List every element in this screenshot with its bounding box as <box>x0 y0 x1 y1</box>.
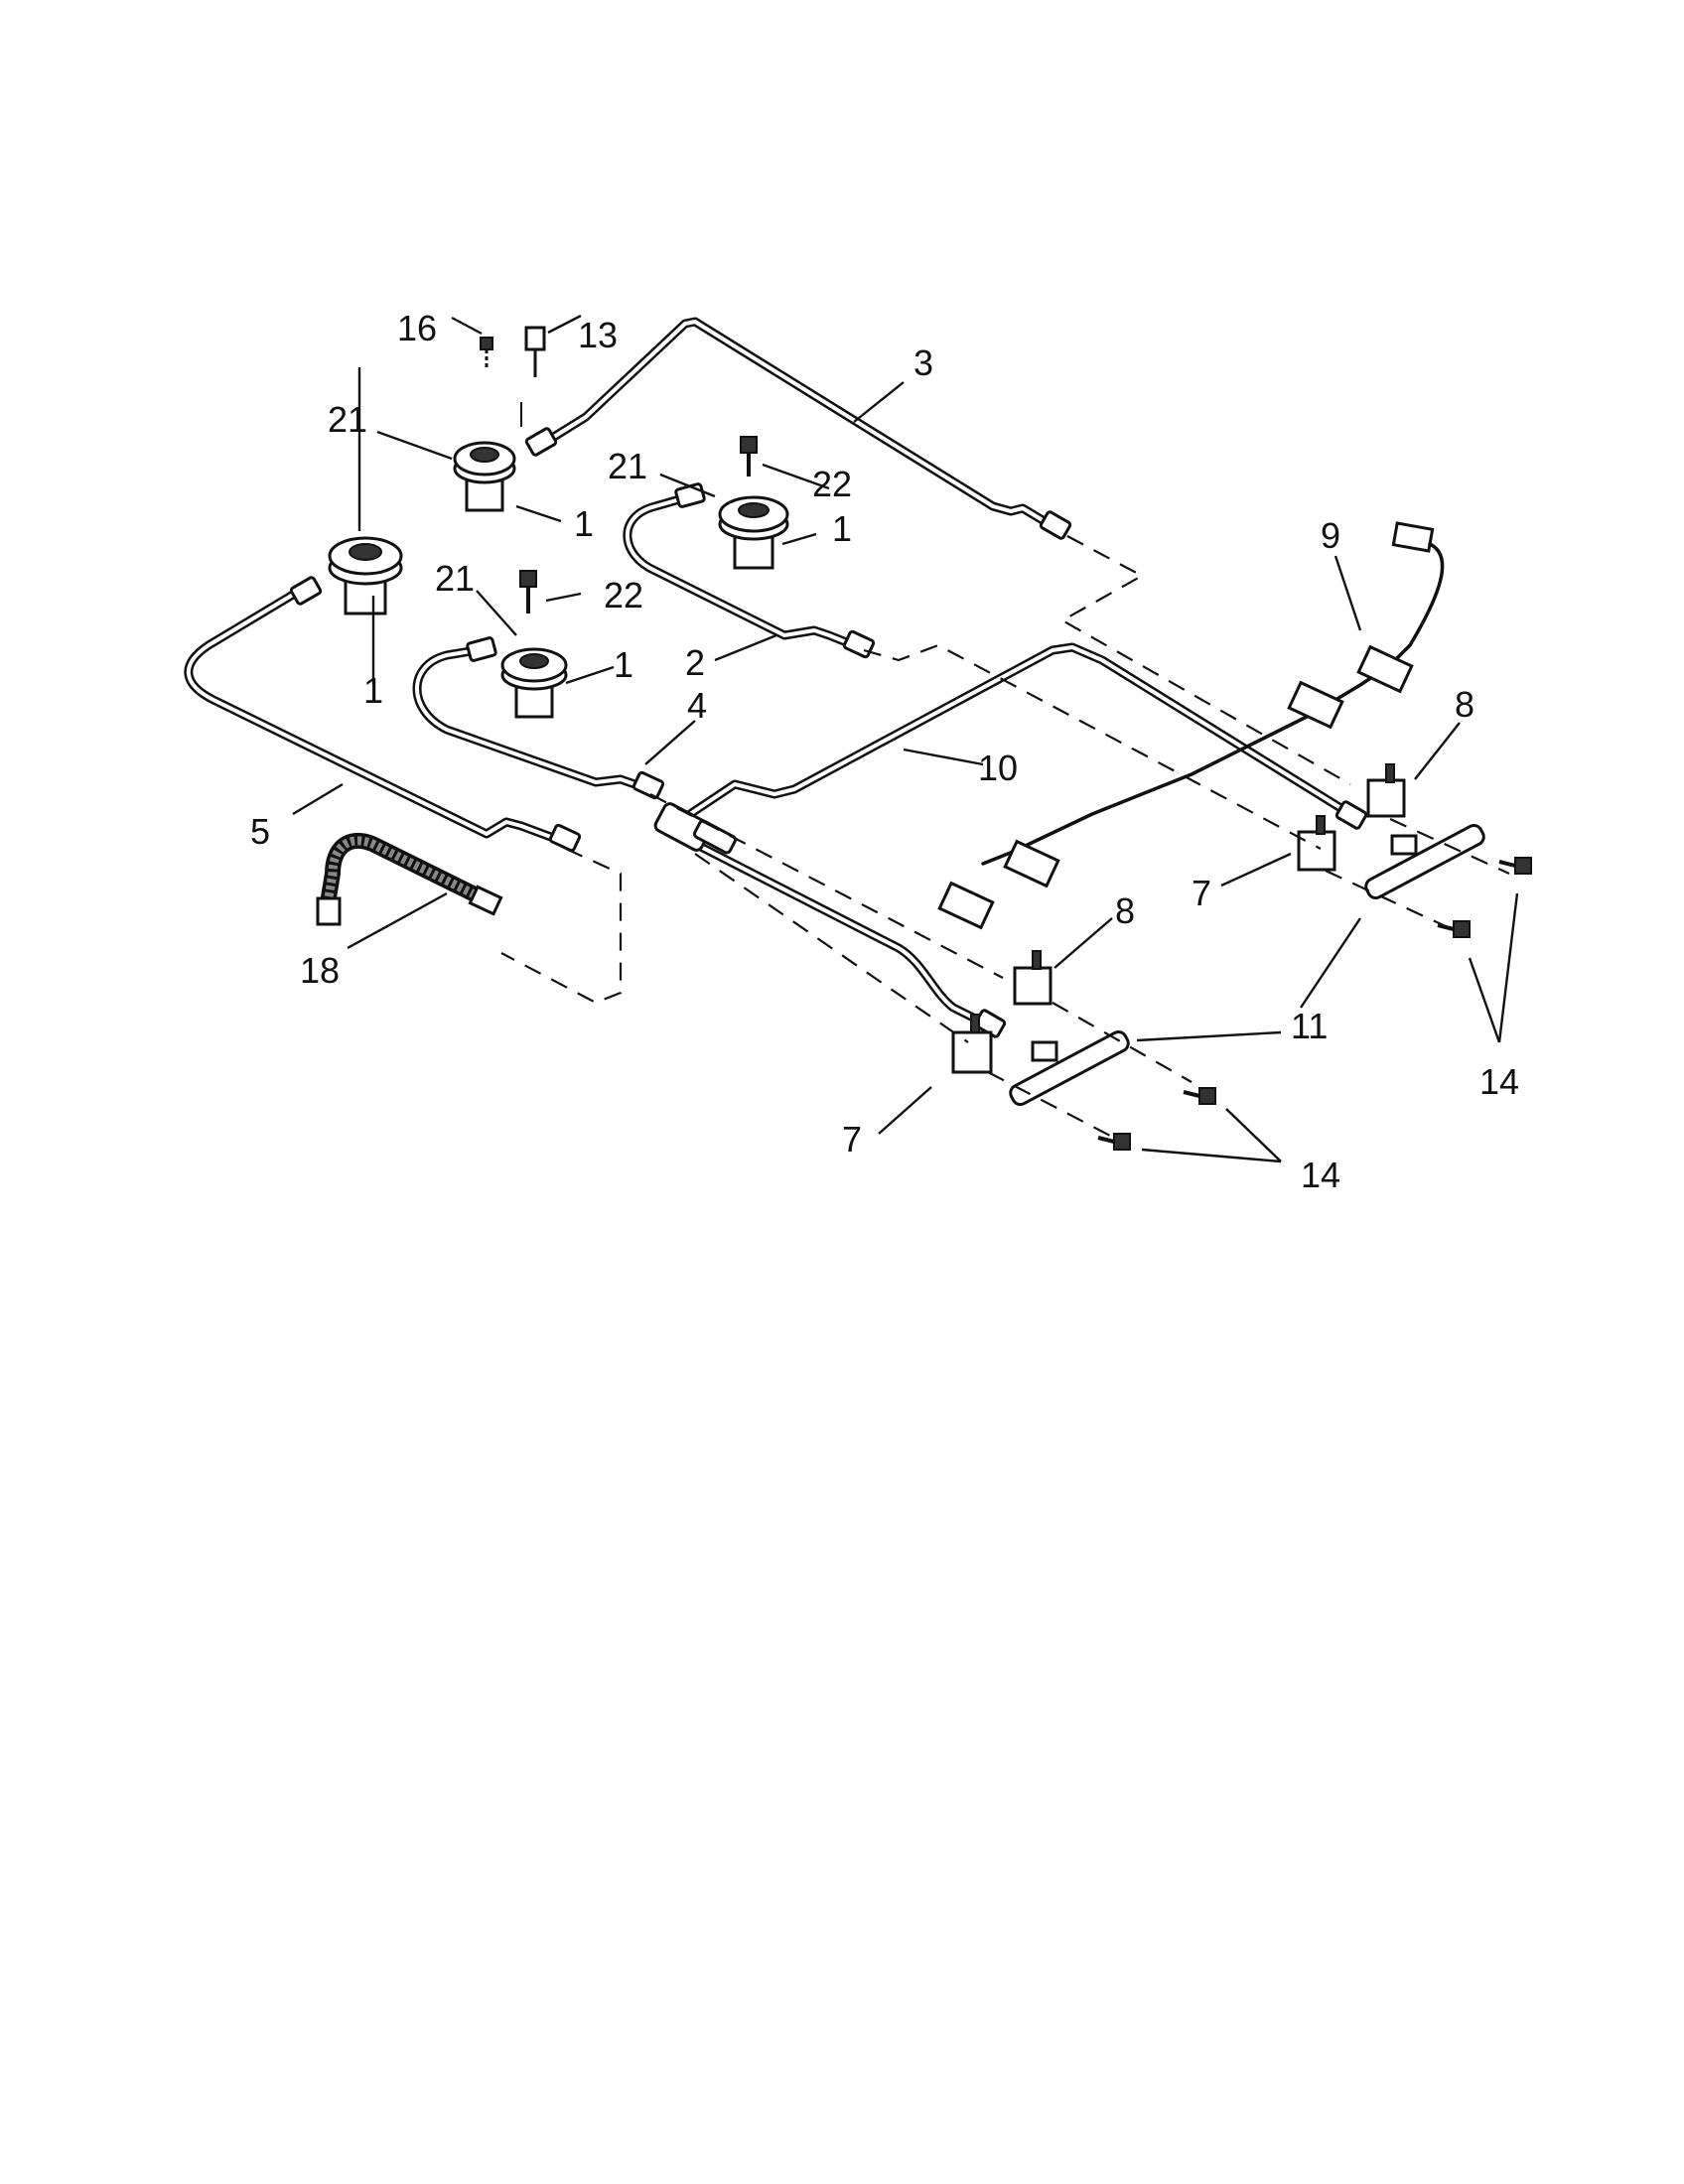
screw-14-b <box>1437 920 1471 938</box>
gas-tube-5 <box>184 587 561 844</box>
callout-16: 16 <box>397 308 437 348</box>
valve-8-right <box>1366 763 1406 818</box>
screw-14-c <box>1183 1087 1216 1105</box>
callout-1-mid: 1 <box>832 508 852 549</box>
screw-14-d <box>1097 1133 1131 1151</box>
bracket-11-right <box>1364 823 1485 900</box>
manifold-tube <box>690 839 988 1027</box>
valve-8-lower <box>1013 950 1052 1006</box>
burner-front-left <box>328 536 403 615</box>
callout-18: 18 <box>300 950 340 991</box>
callout-21-left: 21 <box>435 558 475 599</box>
callout-10: 10 <box>978 748 1018 788</box>
screw-16 <box>480 337 493 369</box>
flex-hose-18 <box>316 832 503 926</box>
callout-labels: 16 13 3 21 1 21 22 1 21 22 1 1 2 9 8 4 1… <box>250 308 1519 1195</box>
ignition-switch-harness-9 <box>937 521 1445 930</box>
callout-14-lower: 14 <box>1301 1155 1340 1195</box>
callout-21-mid: 21 <box>608 446 647 486</box>
callout-4: 4 <box>687 685 707 726</box>
leader-arrows <box>292 314 1519 1163</box>
callout-8-lower: 8 <box>1115 890 1135 931</box>
callout-8-right: 8 <box>1455 684 1474 725</box>
bracket-11-lower <box>1009 1029 1130 1107</box>
igniter-13 <box>520 326 546 427</box>
callout-1-top: 1 <box>574 503 594 544</box>
alignment-lines <box>500 535 1510 1138</box>
callout-7-lower: 7 <box>842 1119 862 1160</box>
tube-fittings <box>289 427 1368 1038</box>
callout-1-left: 1 <box>614 644 633 685</box>
callout-1-front: 1 <box>363 670 383 711</box>
burner-rear-right <box>718 495 789 570</box>
burner-front-center <box>500 647 568 719</box>
gas-tube-2 <box>623 491 859 650</box>
callout-22-left: 22 <box>604 575 643 615</box>
gas-tube-3 <box>536 317 1057 531</box>
gas-tube-10 <box>670 642 1355 829</box>
callout-2: 2 <box>685 642 705 683</box>
gas-tube-4 <box>412 645 645 791</box>
valve-7-lower <box>951 1014 993 1074</box>
valve-7-right <box>1297 815 1336 872</box>
screw-14-a <box>1498 857 1532 875</box>
callout-13: 13 <box>578 315 618 355</box>
screw-22-front <box>519 570 537 614</box>
callout-14-right: 14 <box>1479 1061 1519 1102</box>
callout-7-right: 7 <box>1192 873 1211 913</box>
callout-3: 3 <box>913 342 933 383</box>
callout-22-mid: 22 <box>812 464 852 504</box>
callout-9: 9 <box>1321 515 1340 556</box>
callout-11-right: 11 <box>1291 1006 1328 1046</box>
callout-5: 5 <box>250 811 270 852</box>
burner-rear-left <box>453 441 516 512</box>
callout-21-top: 21 <box>328 399 367 440</box>
screw-22-rear <box>740 436 758 477</box>
